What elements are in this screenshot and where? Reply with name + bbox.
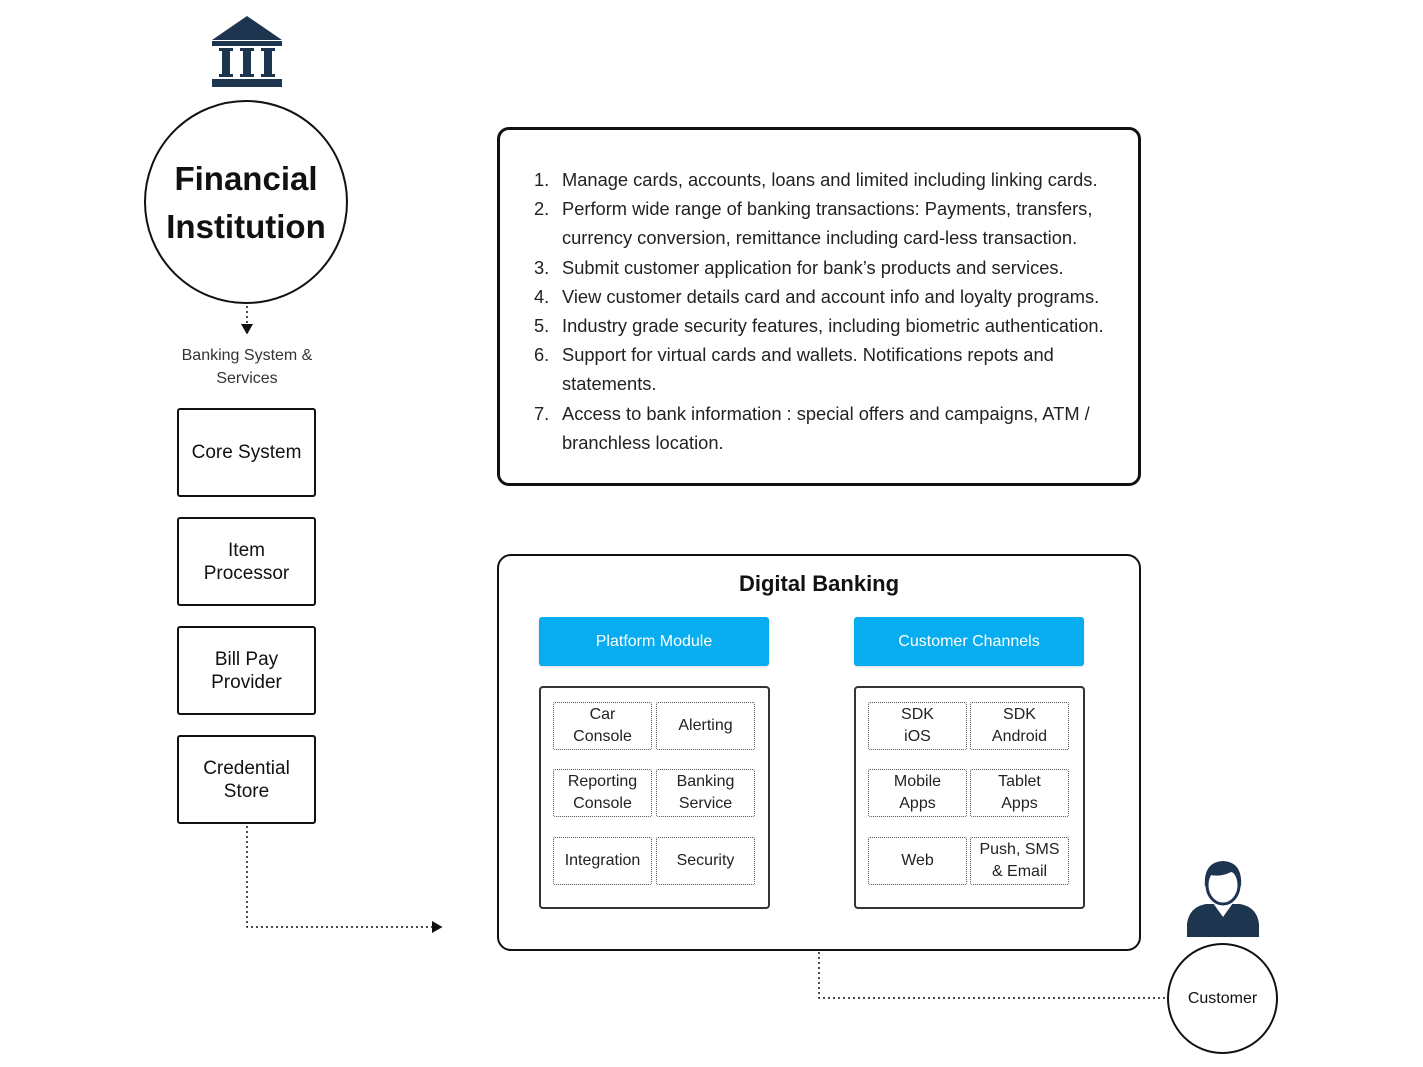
digital-banking-container xyxy=(497,554,1141,951)
credential-store-label-line1: Credential xyxy=(203,757,290,779)
feature-number: 5. xyxy=(534,315,550,337)
channel-cell-sdk-android: SDK Android xyxy=(970,702,1069,750)
feature-number: 1. xyxy=(534,169,550,190)
bank-building-icon xyxy=(212,16,282,87)
customer-label: Customer xyxy=(1187,989,1258,1007)
feature-text: Support for virtual cards and wallets. N… xyxy=(562,344,1054,395)
feature-text: Access to bank information : special off… xyxy=(562,402,1090,453)
customer-node: Customer xyxy=(1167,943,1278,1054)
cell-line1: Push, SMS xyxy=(979,841,1060,858)
item-processor-label-line2: Processor xyxy=(203,562,290,584)
cell-line2: Console xyxy=(573,728,632,745)
feature-text: Industry grade security features, includ… xyxy=(562,315,1104,337)
banking-system-label-line1: Banking System & xyxy=(181,347,313,364)
credential-store-label-line2: Store xyxy=(223,780,270,802)
customer-channels-header: Customer Channels xyxy=(854,617,1084,666)
bill-pay-provider-box: Bill Pay Provider xyxy=(177,626,316,715)
core-system-box: Core System xyxy=(177,408,316,497)
credential-store-box: Credential Store xyxy=(177,735,316,824)
cell-line1: Integration xyxy=(564,852,641,869)
feature-item: 5. Industry grade security features, incl… xyxy=(534,311,1134,340)
channel-cell-web: Web xyxy=(868,837,967,885)
bill-pay-provider-label-line2: Provider xyxy=(211,671,282,693)
cell-line2: & Email xyxy=(991,863,1048,880)
feature-item: 1. Manage cards, accounts, loans and limi… xyxy=(534,165,1134,194)
feature-number: 7. xyxy=(534,402,550,424)
feature-number: 2. xyxy=(534,198,550,220)
user-avatar-icon xyxy=(1187,861,1259,937)
features-list: 1. Manage cards, accounts, loans and limi… xyxy=(534,165,1134,457)
feature-text: View customer details card and account i… xyxy=(562,285,1100,307)
cell-line2: Apps xyxy=(1001,795,1038,812)
feature-item: 4. View customer details card and account… xyxy=(534,282,1134,311)
banking-system-label: Banking System & Services xyxy=(157,344,337,390)
digital-banking-to-customer-line xyxy=(818,952,1166,999)
cell-line1: SDK xyxy=(1003,706,1036,723)
digital-banking-title: Digital Banking xyxy=(738,571,900,596)
cell-line2: Android xyxy=(991,728,1048,745)
item-processor-box: Item Processor xyxy=(177,517,316,606)
financial-institution-title-line2: Institution xyxy=(166,208,326,245)
platform-cell-integration: Integration xyxy=(553,837,652,885)
customer-channels-box xyxy=(854,686,1085,909)
item-processor-label-line1: Item xyxy=(228,539,265,561)
feature-item: 3. Submit customer application for bank’s… xyxy=(534,253,1134,282)
feature-number: 3. xyxy=(534,256,550,278)
channel-cell-sdk-ios: SDK iOS xyxy=(868,702,967,750)
platform-module-box xyxy=(539,686,770,909)
cell-line2: Service xyxy=(678,795,733,812)
bill-pay-provider-label-line1: Bill Pay xyxy=(214,648,279,670)
cell-line2: iOS xyxy=(904,728,931,745)
feature-text: Manage cards, accounts, loans and limite… xyxy=(562,169,1098,190)
cell-line1: Alerting xyxy=(678,717,733,734)
feature-text: Submit customer application for bank’s p… xyxy=(562,256,1064,278)
cell-line1: Security xyxy=(676,852,735,869)
cell-line1: Car xyxy=(589,706,616,723)
cell-line1: Mobile xyxy=(893,773,942,790)
platform-module-header: Platform Module xyxy=(539,617,769,666)
feature-number: 6. xyxy=(534,344,550,366)
cell-line1: Tablet xyxy=(998,773,1041,790)
services-to-digital-banking-arrow xyxy=(246,826,443,933)
feature-item: 2. Perform wide range of banking transact… xyxy=(534,194,1134,252)
channel-cell-push-sms-email: Push, SMS & Email xyxy=(970,837,1069,885)
feature-text: Perform wide range of banking transactio… xyxy=(562,198,1093,249)
features-panel: 1. Manage cards, accounts, loans and limi… xyxy=(497,127,1141,486)
feature-number: 4. xyxy=(534,285,550,307)
cell-line1: SDK xyxy=(901,706,934,723)
cell-line1: Web xyxy=(901,852,934,869)
feature-item: 6. Support for virtual cards and wallets.… xyxy=(534,340,1134,398)
platform-cell-security: Security xyxy=(656,837,755,885)
cell-line2: Apps xyxy=(899,795,936,812)
cell-line1: Banking xyxy=(676,773,735,790)
feature-item: 7. Access to bank information : special o… xyxy=(534,399,1134,457)
core-system-label: Core System xyxy=(191,442,302,463)
banking-system-label-line2: Services xyxy=(216,370,278,387)
cell-line1: Reporting xyxy=(567,773,638,790)
financial-institution-title-line1: Financial xyxy=(174,160,318,197)
cell-line2: Console xyxy=(573,795,632,812)
financial-institution-node: Financial Institution xyxy=(144,100,348,304)
platform-cell-alerting: Alerting xyxy=(656,702,755,750)
